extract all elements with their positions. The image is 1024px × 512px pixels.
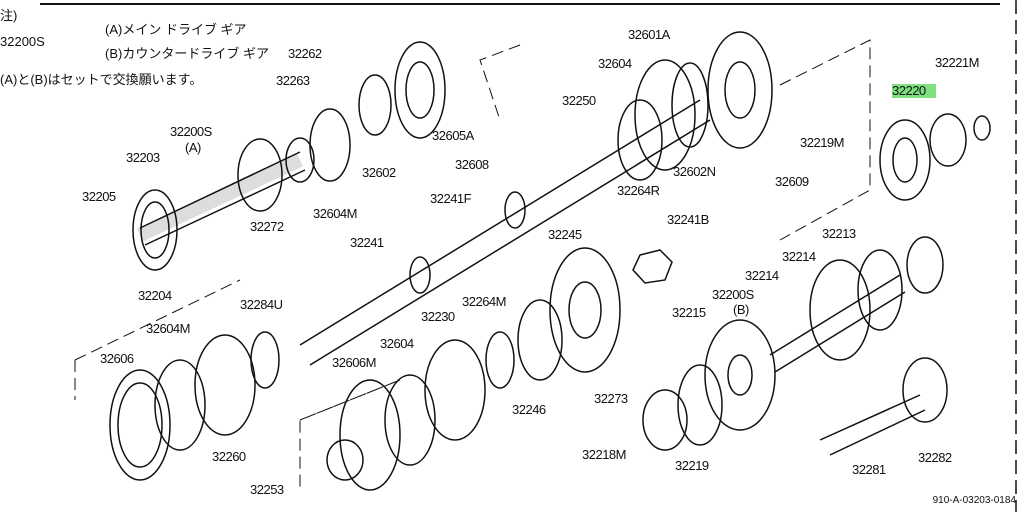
part-label-a[interactable]: (A)	[185, 140, 201, 155]
part-label-32264r[interactable]: 32264R	[617, 183, 660, 198]
part-label-32606m[interactable]: 32606M	[332, 355, 376, 370]
part-label-32601a[interactable]: 32601A	[628, 27, 670, 42]
part-label-32281[interactable]: 32281	[852, 462, 886, 477]
part-label-32214[interactable]: 32214	[745, 268, 779, 283]
part-label-32241b[interactable]: 32241B	[667, 212, 709, 227]
part-label-32609[interactable]: 32609	[775, 174, 809, 189]
part-label-32221m[interactable]: 32221M	[935, 55, 979, 70]
part-label-32218m[interactable]: 32218M	[582, 447, 626, 462]
diagram-code: 910-A-03203-0184	[932, 495, 1016, 506]
part-label-32215[interactable]: 32215	[672, 305, 706, 320]
part-label-32214[interactable]: 32214	[782, 249, 816, 264]
counter-gear	[642, 113, 991, 456]
note-set-code: 32200S	[0, 34, 45, 49]
part-label-32604[interactable]: 32604	[380, 336, 414, 351]
part-label-32606[interactable]: 32606	[100, 351, 134, 366]
note-line-a: (A)メイン ドライブ ギア	[105, 22, 247, 37]
part-label-32230[interactable]: 32230	[421, 309, 455, 324]
part-label-32260[interactable]: 32260	[212, 449, 246, 464]
part-label-32608[interactable]: 32608	[455, 157, 489, 172]
part-label-32204[interactable]: 32204	[138, 288, 172, 303]
part-label-32605a[interactable]: 32605A	[432, 128, 474, 143]
part-label-32264m[interactable]: 32264M	[462, 294, 506, 309]
part-label-32282[interactable]: 32282	[918, 450, 952, 465]
part-label-32241[interactable]: 32241	[350, 235, 384, 250]
part-label-32246[interactable]: 32246	[512, 402, 546, 417]
part-label-32200s[interactable]: 32200S	[170, 124, 212, 139]
part-label-32602n[interactable]: 32602N	[673, 164, 716, 179]
part-label-32219m[interactable]: 32219M	[800, 135, 844, 150]
part-label-32253[interactable]: 32253	[250, 482, 284, 497]
part-label-32263[interactable]: 32263	[276, 73, 310, 88]
part-label-32284u[interactable]: 32284U	[240, 297, 283, 312]
part-label-32604[interactable]: 32604	[598, 56, 632, 71]
main-drive-gear-shaft	[132, 41, 446, 271]
part-label-32213[interactable]: 32213	[822, 226, 856, 241]
part-label-32200s[interactable]: 32200S	[712, 287, 754, 302]
note-remark: (A)と(B)はセットで交換願います。	[0, 72, 203, 87]
part-label-32245[interactable]: 32245	[548, 227, 582, 242]
lower-gear-set	[109, 247, 673, 491]
part-label-32602[interactable]: 32602	[362, 165, 396, 180]
output-shaft	[299, 31, 773, 366]
part-label-32273[interactable]: 32273	[594, 391, 628, 406]
note-heading: 注)	[0, 8, 18, 23]
part-label-32262[interactable]: 32262	[288, 46, 322, 61]
part-label-32219[interactable]: 32219	[675, 458, 709, 473]
part-label-32205[interactable]: 32205	[82, 189, 116, 204]
part-label-32241f[interactable]: 32241F	[430, 191, 472, 206]
part-label-32203[interactable]: 32203	[126, 150, 160, 165]
part-label-32272[interactable]: 32272	[250, 219, 284, 234]
note-line-b: (B)カウンタードライブ ギア	[105, 46, 269, 61]
part-label-32220[interactable]: 32220	[892, 84, 936, 98]
part-label-32604m[interactable]: 32604M	[313, 206, 357, 221]
part-label-32604m[interactable]: 32604M	[146, 321, 190, 336]
part-label-32250[interactable]: 32250	[562, 93, 596, 108]
part-label-b[interactable]: (B)	[733, 302, 749, 317]
